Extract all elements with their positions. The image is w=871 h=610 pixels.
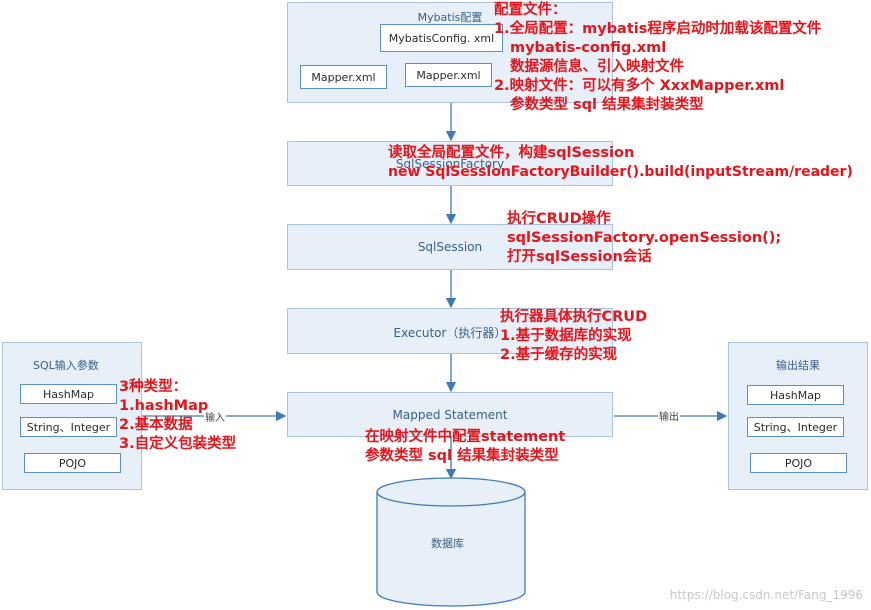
mapped-statement-box: Mapped Statement xyxy=(287,392,613,437)
sqlsession-title: SqlSession xyxy=(417,240,483,254)
watermark: https://blog.csdn.net/Fang_1996 xyxy=(669,588,863,602)
annotation-config-line-5: 2.映射文件：可以有多个 XxxMapper.xml xyxy=(494,78,785,94)
input-item-hashmap: HashMap xyxy=(20,384,117,404)
annotation-session-line-3: 打开sqlSession会话 xyxy=(507,249,652,265)
output-result-title: 输出结果 xyxy=(776,359,820,372)
sqlsession-box: SqlSession xyxy=(287,224,613,270)
annotation-types-line-1: 3种类型： xyxy=(119,379,188,395)
annotation-executor-line-3: 2.基于缓存的实现 xyxy=(500,347,618,363)
database-cylinder xyxy=(376,477,526,607)
input-params-title: SQL输入参数 xyxy=(33,359,99,372)
input-item-pojo: POJO xyxy=(24,453,121,473)
output-item-pojo: POJO xyxy=(750,453,847,473)
executor-box: Executor（执行器） xyxy=(287,308,613,354)
mybatis-config-title: Mybatis配置 xyxy=(417,11,483,24)
output-arrow-label: 输出 xyxy=(658,408,680,423)
mapper-file-2: Mapper.xml xyxy=(405,63,492,87)
annotation-config-line-1: 配置文件： xyxy=(494,2,567,18)
output-item-string-integer: String、Integer xyxy=(747,417,844,437)
executor-title: Executor（执行器） xyxy=(393,326,507,340)
annotation-config-line-6: 参数类型 sql 结果集封装类型 xyxy=(510,97,704,113)
database-title: 数据库 xyxy=(431,537,464,550)
annotation-executor-line-1: 执行器具体执行CRUD xyxy=(500,309,648,325)
annotation-factory-line-2: new SqlSessionFactoryBuilder().build(inp… xyxy=(388,164,853,180)
annotation-session-line-1: 执行CRUD操作 xyxy=(507,211,611,227)
input-arrow-label: 输入 xyxy=(204,409,226,424)
mybatis-config-file: MybatisConfig. xml xyxy=(380,24,503,52)
annotation-types-line-2: 1.hashMap xyxy=(119,398,209,414)
sqlsessionfactory-title: SqlSessionFactory xyxy=(395,157,505,171)
annotation-types-line-3: 2.基本数据 xyxy=(119,417,193,433)
output-item-hashmap: HashMap xyxy=(747,385,844,405)
sqlsessionfactory-box: SqlSessionFactory xyxy=(287,141,613,186)
annotation-config-line-2: 1.全局配置：mybatis程序启动时加载该配置文件 xyxy=(494,21,822,37)
annotation-factory-line-1: 读取全局配置文件，构建sqlSession xyxy=(388,145,635,161)
annotation-types-line-4: 3.自定义包装类型 xyxy=(119,436,237,452)
mapped-statement-title: Mapped Statement xyxy=(392,408,508,422)
annotation-mapped-line-1: 在映射文件中配置statement xyxy=(365,429,566,445)
annotation-config-line-3: mybatis-config.xml xyxy=(510,40,667,56)
mapper-file-1: Mapper.xml xyxy=(300,65,387,89)
annotation-config-line-4: 数据源信息、引入映射文件 xyxy=(510,59,684,75)
annotation-mapped-line-2: 参数类型 sql 结果集封装类型 xyxy=(365,448,559,464)
annotation-session-line-2: sqlSessionFactory.openSession(); xyxy=(507,230,782,246)
annotation-executor-line-2: 1.基于数据库的实现 xyxy=(500,328,632,344)
input-item-string-integer: String、Integer xyxy=(20,417,117,437)
